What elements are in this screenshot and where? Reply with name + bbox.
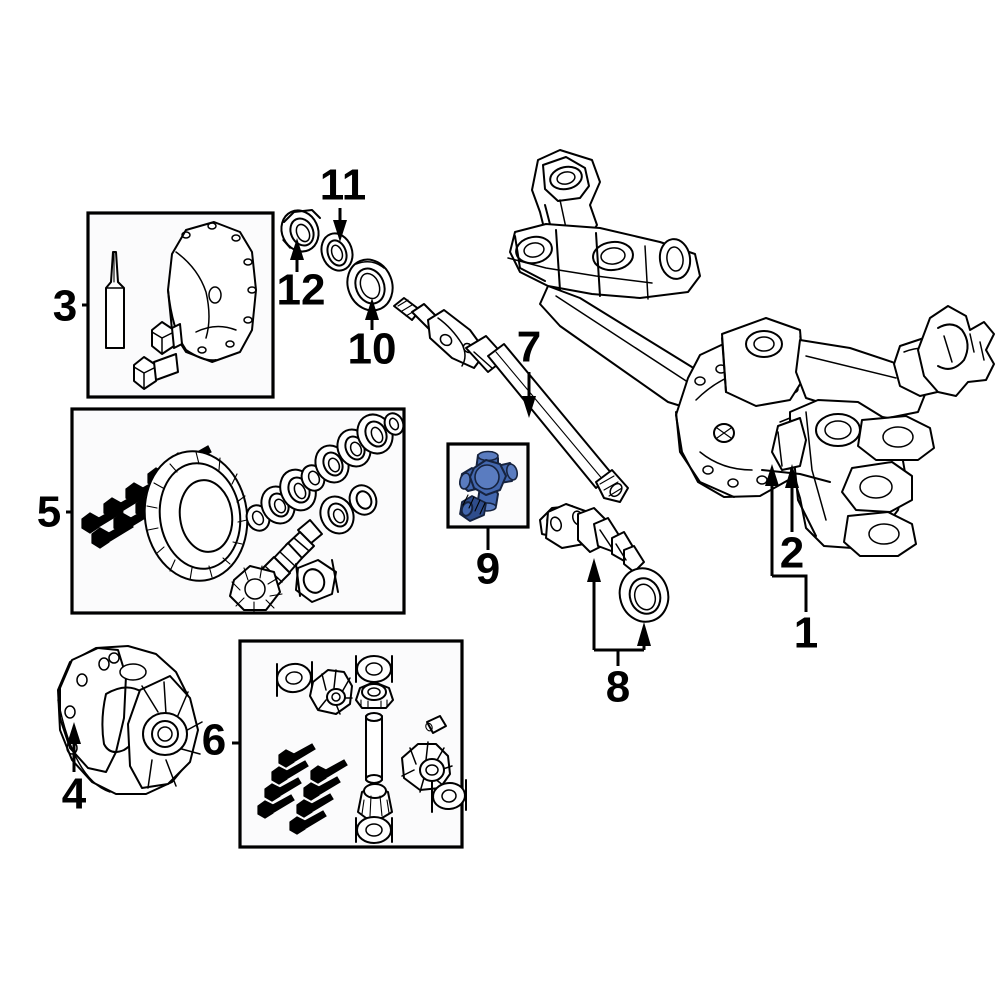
leader-11 — [333, 208, 347, 242]
thrust-washer-right — [431, 779, 467, 813]
cross-pin-shaft — [365, 712, 383, 784]
group-box-6[interactable] — [238, 639, 467, 849]
axle-shaft-assembly[interactable] — [393, 297, 629, 503]
leader-12 — [290, 238, 304, 272]
callout-number-10[interactable]: 10 — [348, 325, 397, 374]
callout-number-9[interactable]: 9 — [476, 545, 500, 594]
callout-number-12[interactable]: 12 — [277, 266, 326, 315]
leader-4 — [67, 722, 81, 772]
thrust-washer-bottom — [355, 816, 393, 844]
callout-number-7[interactable]: 7 — [517, 323, 541, 372]
callout-number-1[interactable]: 1 — [794, 609, 818, 658]
right-knuckle-lower-arm — [779, 399, 935, 557]
axle-shaft-bearing-small[interactable] — [316, 229, 357, 275]
stub-shaft-and-seal[interactable] — [539, 503, 675, 628]
callout-leaders — [66, 208, 808, 772]
ring-gear — [143, 450, 249, 582]
leader-10 — [365, 298, 379, 330]
leader-8 — [587, 558, 651, 666]
callout-number-11[interactable]: 11 — [320, 161, 367, 210]
callout-number-3[interactable]: 3 — [53, 282, 77, 331]
housing-lower-brackets — [761, 417, 831, 483]
axle-shaft-seal[interactable] — [340, 253, 400, 318]
u-joint-cross-spider — [459, 450, 519, 512]
leader-2 — [785, 464, 799, 532]
differential-cover — [167, 221, 257, 363]
housing-left-arm — [507, 223, 701, 300]
callout-number-4[interactable]: 4 — [62, 770, 87, 819]
leader-7 — [522, 372, 536, 418]
lock-pin — [425, 715, 447, 734]
pinion-bearing-cup — [295, 559, 339, 603]
pinion-shims-and-bearings — [245, 412, 405, 535]
housing-center-saddle — [721, 317, 805, 407]
side-gear-top — [355, 681, 394, 709]
leader-1 — [765, 464, 808, 612]
group-box-3[interactable] — [86, 211, 275, 399]
callout-number-5[interactable]: 5 — [37, 488, 61, 537]
cover-bolt-lower — [133, 353, 179, 390]
cover-bolt-upper — [151, 321, 183, 355]
pinion-gear — [229, 519, 323, 615]
side-gear-left — [309, 669, 353, 715]
differential-case[interactable] — [57, 645, 203, 795]
right-steering-knuckle — [917, 305, 995, 397]
ring-gear-bolt-set — [257, 743, 348, 835]
callout-number-8[interactable]: 8 — [606, 663, 630, 712]
pinion-mate-gear-right — [401, 741, 453, 793]
group-box-9[interactable] — [446, 442, 530, 529]
u-joint-bearing-cap — [459, 494, 487, 522]
callout-number-2[interactable]: 2 — [780, 529, 804, 578]
callout-number-6[interactable]: 6 — [202, 716, 226, 765]
sealant-tube — [105, 251, 125, 349]
axle-shaft-bearing-large[interactable] — [275, 204, 325, 257]
axle-housing-assembly[interactable] — [507, 149, 995, 557]
